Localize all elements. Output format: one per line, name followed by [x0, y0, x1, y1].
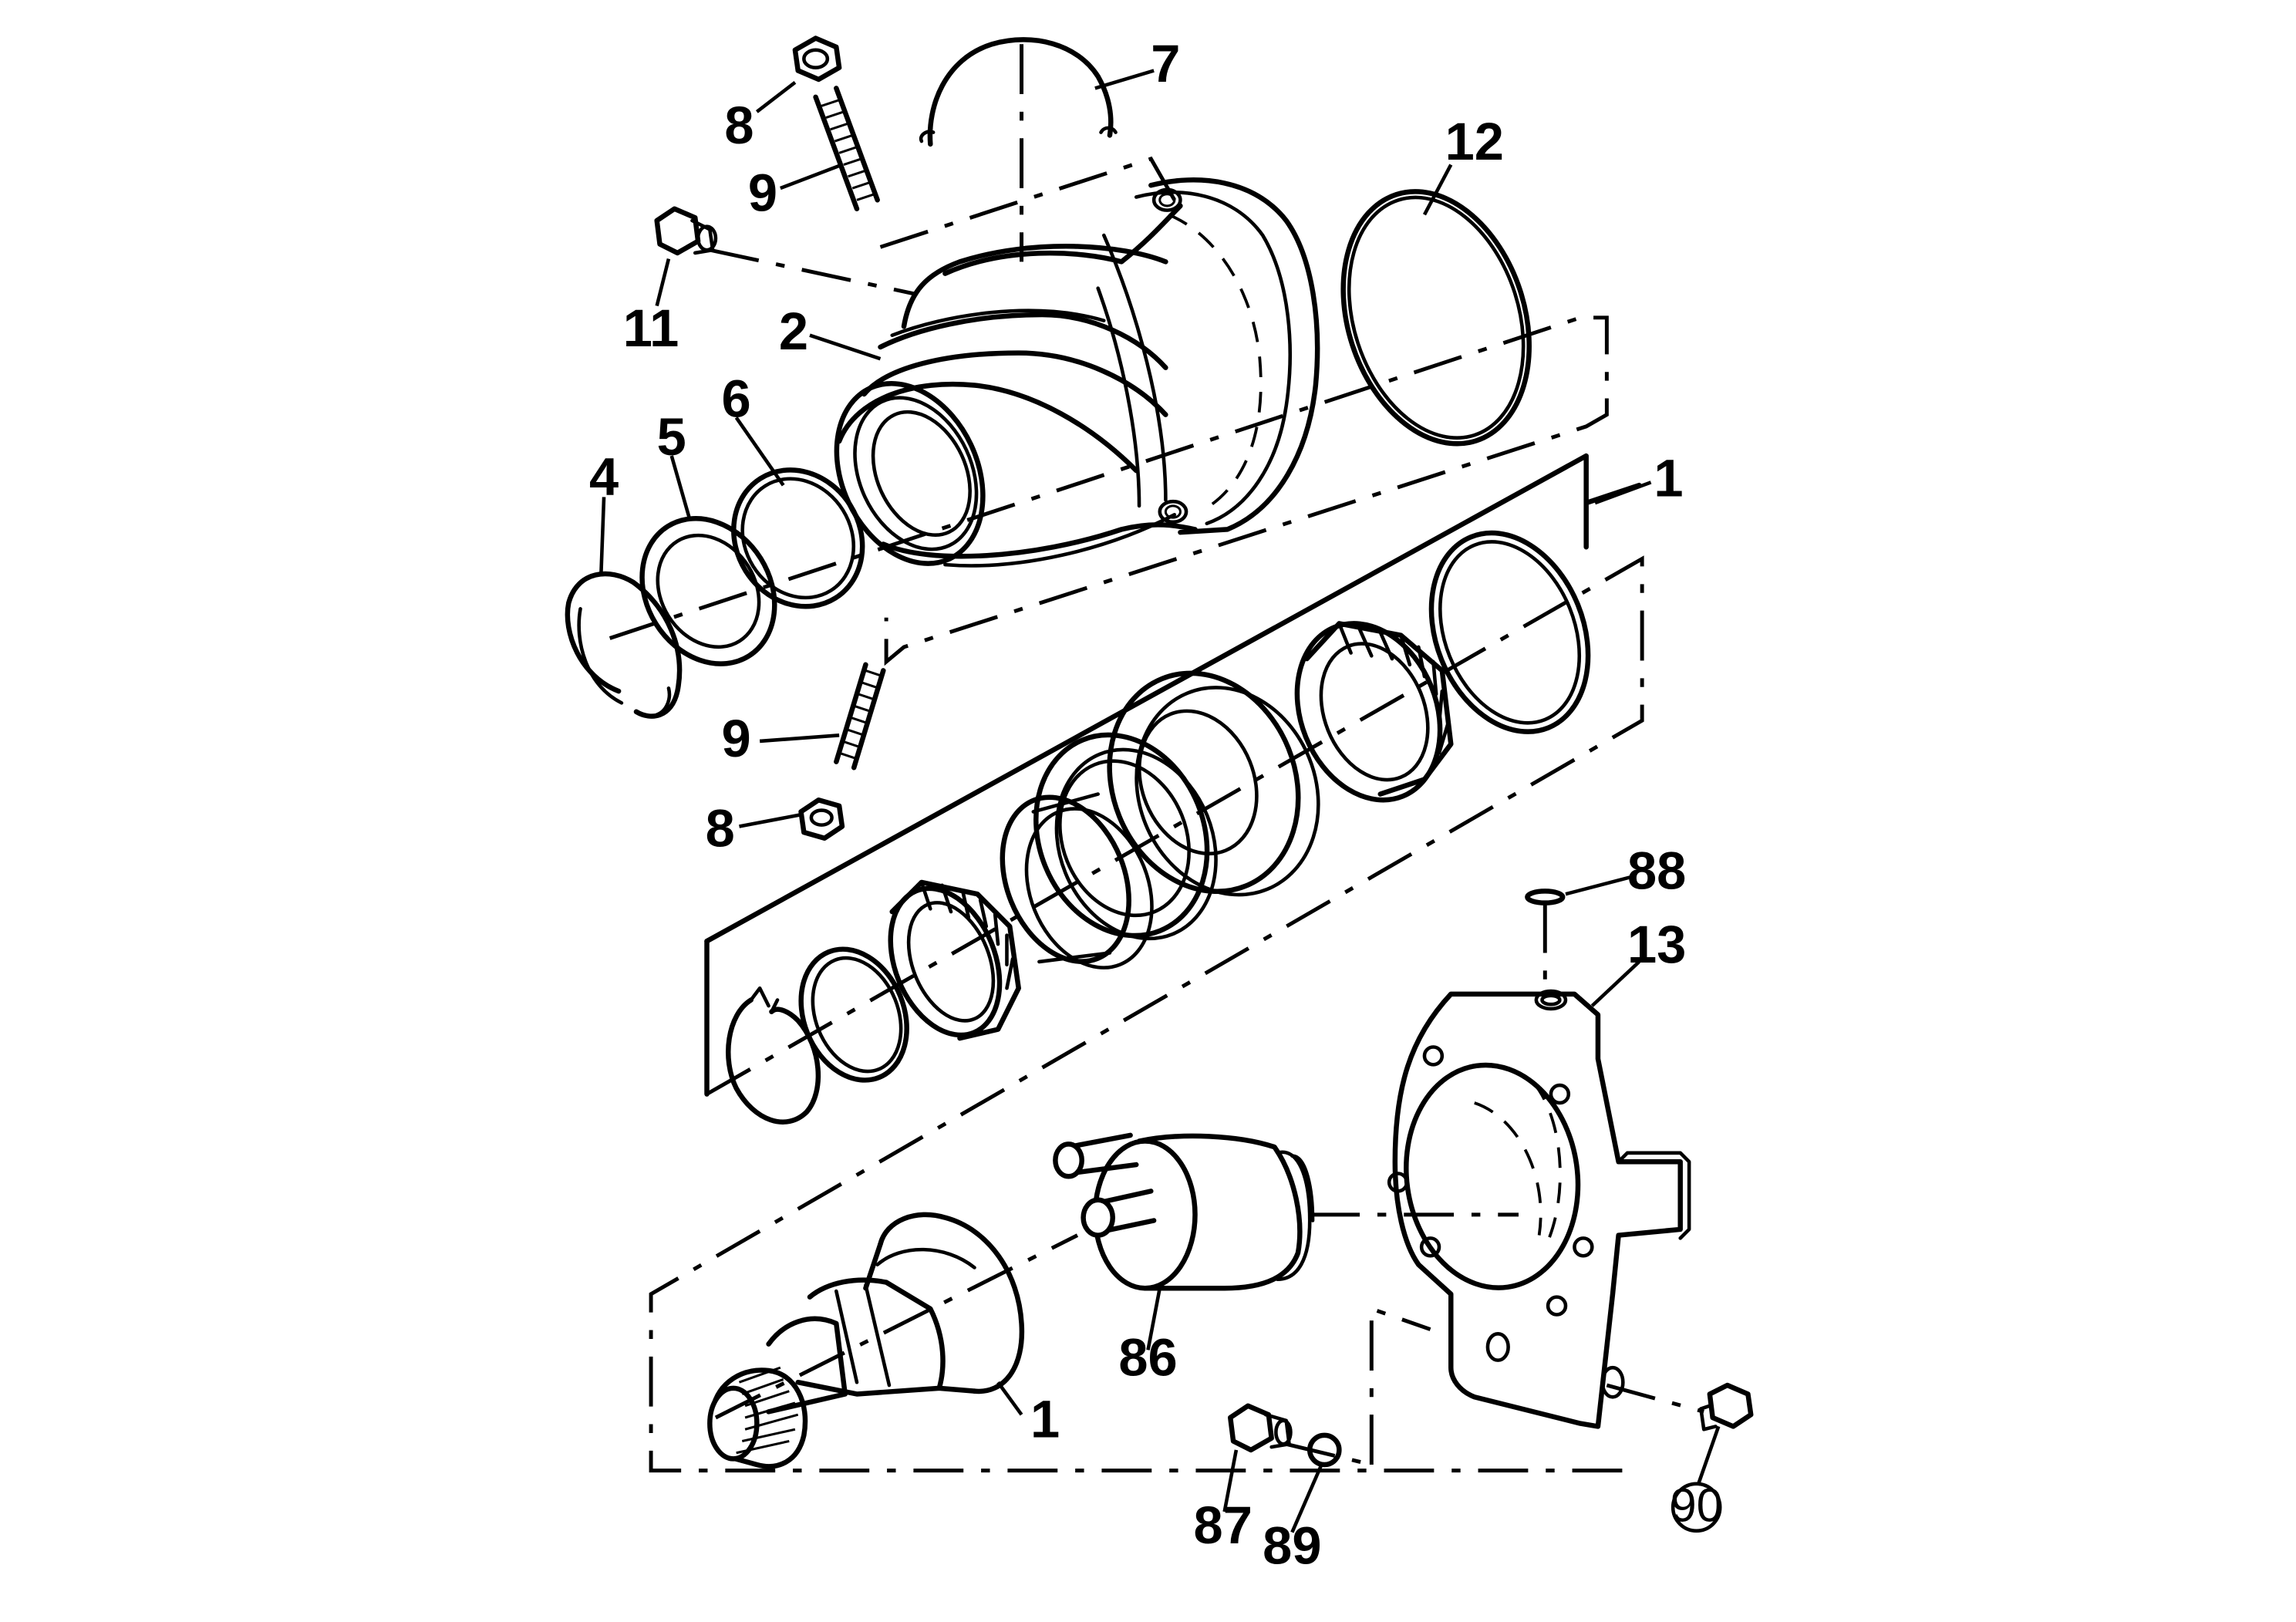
plug-part-90	[1699, 1382, 1754, 1431]
stud-bolt-part-9-bottom	[834, 662, 886, 771]
callout-12: 12	[1445, 112, 1504, 171]
callout-8-bottom: 8	[706, 798, 735, 858]
group-frame-part-1	[704, 453, 1642, 944]
plug-part-87	[1228, 1403, 1293, 1453]
circlip-lower	[726, 997, 821, 1125]
callout-6: 6	[722, 369, 751, 429]
assembly-line-lower	[714, 902, 1704, 1467]
callout-9-bottom: 9	[722, 709, 751, 768]
callout-13: 13	[1627, 915, 1686, 974]
callout-1-bottom: 1	[1030, 1390, 1060, 1449]
stud-bolt-part-9-top	[813, 86, 880, 211]
piston-part-86	[1053, 1132, 1315, 1291]
callout-8-top: 8	[724, 96, 754, 155]
callout-90-circle	[1671, 1482, 1722, 1533]
flange-nut-part-8-top	[792, 35, 842, 83]
shaft-seal	[1033, 732, 1218, 941]
callout-86: 86	[1118, 1328, 1177, 1388]
callout-90: 90	[1671, 1479, 1723, 1531]
circlip-part-4	[565, 571, 683, 719]
output-shaft-part-1	[707, 1212, 1025, 1469]
sleeve	[1000, 792, 1154, 969]
o-ring-part-12	[1340, 189, 1532, 447]
callout-87: 87	[1194, 1496, 1253, 1555]
callout-88: 88	[1627, 841, 1686, 901]
taper-roller-bearing-lower	[888, 879, 1021, 1041]
callout-4: 4	[589, 447, 619, 507]
hub-housing-part-2	[834, 177, 1320, 568]
callout-5: 5	[657, 407, 686, 467]
callout-89: 89	[1263, 1516, 1321, 1576]
assembly-line-upper	[609, 44, 1609, 666]
drain-plug-part-11	[654, 206, 718, 256]
housing-part-13	[1387, 989, 1691, 1429]
o-ring-part-6	[731, 467, 865, 609]
wire-clip-part-7	[927, 37, 1114, 147]
callout-7: 7	[1151, 34, 1180, 93]
callout-11: 11	[623, 298, 679, 358]
callout-2: 2	[779, 302, 808, 361]
o-ring-part-88	[1525, 889, 1566, 905]
bearing-cup	[1107, 670, 1320, 897]
washer-part-5	[639, 516, 777, 666]
callout-9-top: 9	[748, 164, 777, 223]
leader-lines	[598, 69, 1721, 1533]
callout-1-top: 1	[1654, 448, 1683, 508]
seal-ring	[1428, 530, 1591, 734]
taper-roller-bearing-upper	[1294, 621, 1454, 803]
flange-nut-part-8-bottom	[798, 797, 845, 841]
